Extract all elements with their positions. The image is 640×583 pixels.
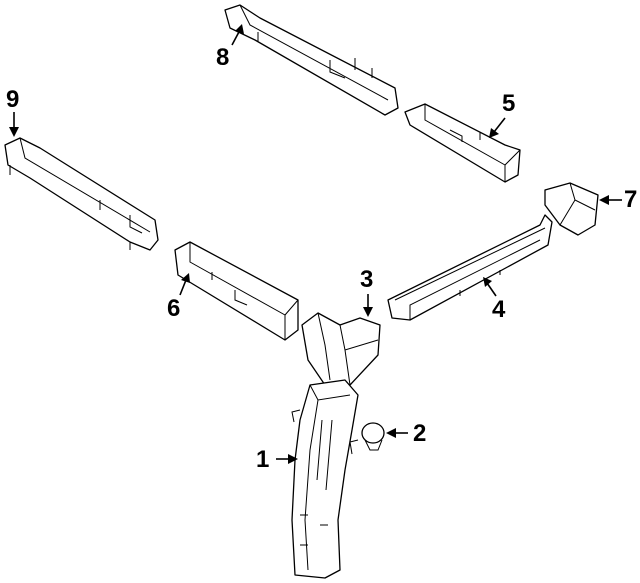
callout-1: 1 (256, 446, 270, 473)
callout-2: 2 (413, 420, 427, 447)
callout-3: 3 (360, 266, 374, 293)
part-6-rail (174, 241, 299, 341)
part-9-rail (4, 137, 159, 251)
callout-8: 8 (216, 44, 230, 71)
part-3-bracket (301, 312, 381, 386)
callout-4: 4 (492, 296, 506, 323)
part-2-clip (361, 422, 385, 451)
callout-arrows (9, 24, 622, 464)
part-8-rail (224, 4, 399, 116)
callout-9: 9 (6, 86, 20, 113)
part-7-bracket (544, 182, 599, 236)
callout-5: 5 (502, 90, 516, 117)
part-4-rail (387, 214, 553, 321)
part-1-pillar (291, 379, 359, 579)
callout-6: 6 (167, 295, 181, 322)
part-5-rail (404, 103, 521, 183)
callout-7: 7 (624, 186, 638, 213)
